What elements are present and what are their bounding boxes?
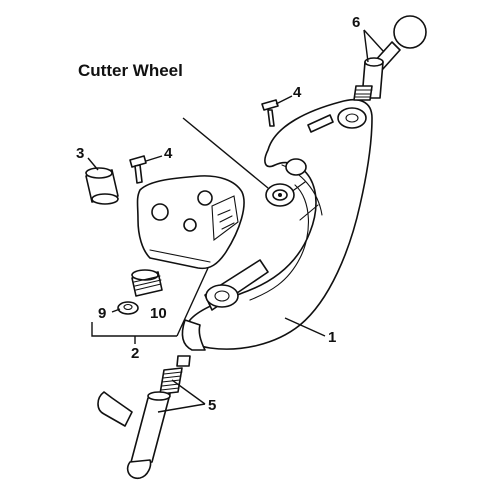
callout-label-2: 2 — [131, 345, 139, 362]
callout-handle-parts: 5 — [157, 379, 216, 414]
callout-label-6: 6 — [352, 14, 360, 31]
retainer — [117, 301, 139, 315]
callout-label-3: 3 — [76, 145, 84, 162]
callout-label-4-slide: 4 — [164, 145, 173, 162]
callout-label-5: 5 — [208, 397, 216, 414]
cutter-wheel — [265, 183, 295, 207]
callout-top-parts: 6 — [352, 14, 385, 63]
callout-label-9: 9 — [98, 305, 106, 322]
slide-block — [136, 175, 245, 270]
screw-upper — [261, 99, 279, 127]
top-knob-assembly — [353, 15, 427, 101]
pipe-cutter-frame — [181, 98, 373, 351]
cutter-wheel-leader — [182, 117, 269, 189]
callout-body: 1 — [284, 317, 336, 346]
callout-roller: 3 — [76, 145, 99, 171]
callout-retainer: 9 — [98, 305, 121, 322]
callout-label-10: 10 — [150, 305, 167, 322]
nut — [131, 269, 163, 297]
roller — [85, 167, 119, 205]
diagram-title: Cutter Wheel — [78, 61, 183, 80]
callout-label-1: 1 — [328, 329, 336, 346]
callout-screw-slide: 4 — [145, 145, 173, 162]
handle-assembly — [97, 355, 191, 480]
callout-slide-assembly: 2 — [91, 267, 209, 362]
screw-slide — [129, 155, 147, 184]
callout-screw-upper: 4 — [275, 84, 302, 105]
callout-label-4-upper: 4 — [293, 84, 302, 101]
